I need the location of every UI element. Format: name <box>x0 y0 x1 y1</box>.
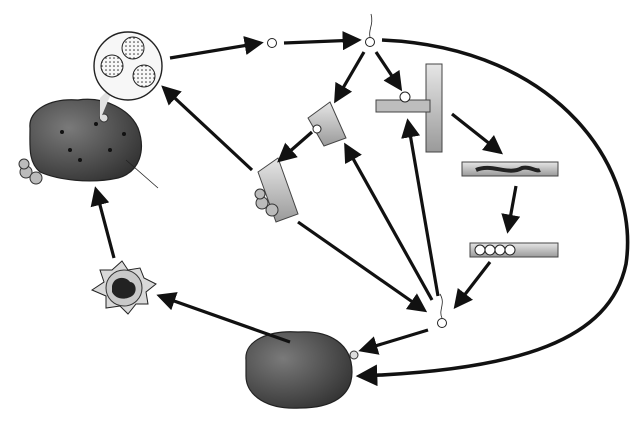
host-tissue-with-cysts-icon <box>18 98 159 189</box>
amoeboid-cell-icon <box>90 260 157 315</box>
host-body-icon <box>245 331 359 409</box>
tube-with-plasmodium-icon <box>461 161 559 177</box>
zoospore-top-icon <box>365 13 375 47</box>
flow-arrows <box>90 31 630 387</box>
spore-icon <box>267 38 277 48</box>
cyst-magnified-icon <box>93 31 163 101</box>
zoospore-center-icon <box>437 293 447 328</box>
hypha-segment-icon <box>307 101 347 147</box>
root-tube-icon <box>254 157 299 223</box>
tube-with-spores-icon <box>469 242 559 258</box>
hypha-icon <box>375 63 443 153</box>
